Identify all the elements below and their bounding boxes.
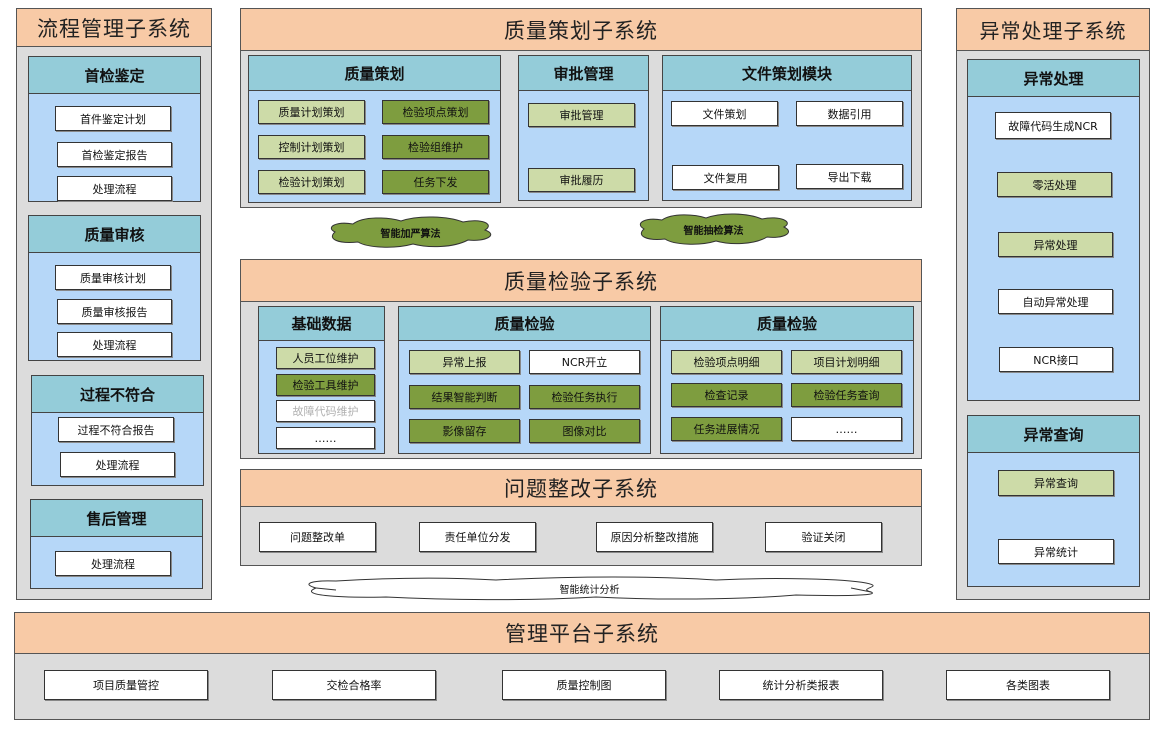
algorithm-statistics-cloud: 智能统计分析 [296, 574, 883, 602]
item-personnel-station[interactable]: 人员工位维护 [276, 347, 375, 369]
quality-inspection-title: 质量检验子系统 [241, 260, 921, 302]
module-process-nonconformance: 过程不符合 过程不符合报告 处理流程 [31, 375, 204, 486]
item-inspection-group[interactable]: 检验组维护 [382, 135, 489, 159]
item-check-record[interactable]: 检查记录 [671, 383, 782, 407]
rectification-subsystem: 问题整改子系统 问题整改单 责任单位分发 原因分析整改措施 验证关闭 [240, 469, 922, 566]
algorithm-tightening-label: 智能加严算法 [380, 228, 441, 240]
item-task-progress[interactable]: 任务进展情况 [671, 417, 782, 441]
module-title: 首检鉴定 [29, 57, 200, 94]
algorithm-sampling-label: 智能抽检算法 [683, 225, 744, 237]
process-mgmt-subsystem: 流程管理子系统 首检鉴定 首件鉴定计划 首检鉴定报告 处理流程 质量审核 质量审… [16, 8, 212, 600]
item-exception-statistics[interactable]: 异常统计 [998, 539, 1114, 564]
module-after-sales: 售后管理 处理流程 [30, 499, 203, 589]
item-quality-plan[interactable]: 质量计划策划 [258, 100, 365, 124]
item-pass-rate[interactable]: 交检合格率 [272, 670, 436, 700]
item-approval-mgmt[interactable]: 审批管理 [528, 103, 635, 127]
item-inspection-tools[interactable]: 检验工具维护 [276, 374, 375, 396]
module-title: 质量策划 [249, 56, 500, 91]
exception-subsystem: 异常处理子系统 异常处理 故障代码生成NCR 零活处理 异常处理 自动异常处理 … [956, 8, 1150, 600]
item-task-query[interactable]: 检验任务查询 [791, 383, 902, 407]
module-file-planning: 文件策划模块 文件策划 数据引用 文件复用 导出下载 [662, 55, 912, 201]
module-exception-handling: 异常处理 故障代码生成NCR 零活处理 异常处理 自动异常处理 NCR接口 [967, 59, 1140, 401]
item-quality-audit-report[interactable]: 质量审核报告 [57, 299, 172, 324]
rectification-title: 问题整改子系统 [241, 470, 921, 507]
module-title: 文件策划模块 [663, 56, 911, 91]
module-approval: 审批管理 审批管理 审批履历 [518, 55, 649, 201]
process-mgmt-title: 流程管理子系统 [17, 9, 211, 47]
item-fault-code[interactable]: 故障代码维护 [276, 400, 375, 422]
item-process-flow[interactable]: 处理流程 [60, 452, 175, 477]
item-cause-analysis[interactable]: 原因分析整改措施 [596, 522, 713, 552]
item-more[interactable]: …… [791, 417, 902, 441]
item-task-dispatch[interactable]: 任务下发 [382, 170, 489, 194]
item-ncr-open[interactable]: NCR开立 [529, 350, 640, 374]
item-data-reference[interactable]: 数据引用 [796, 101, 903, 126]
module-title: 售后管理 [31, 500, 202, 537]
item-image-compare[interactable]: 图像对比 [529, 419, 640, 443]
module-title: 质量检验 [399, 307, 650, 341]
item-inspection-plan[interactable]: 检验计划策划 [258, 170, 365, 194]
module-first-inspection: 首检鉴定 首件鉴定计划 首检鉴定报告 处理流程 [28, 56, 201, 202]
item-inspection-point-plan[interactable]: 检验项点策划 [382, 100, 489, 124]
item-inspection-point-detail[interactable]: 检验项点明细 [671, 350, 782, 374]
item-image-retention[interactable]: 影像留存 [409, 419, 520, 443]
cloud-shape-icon [330, 216, 492, 248]
module-title: 过程不符合 [32, 376, 203, 413]
item-first-article-plan[interactable]: 首件鉴定计划 [55, 106, 171, 131]
module-title: 质量检验 [661, 307, 913, 341]
item-responsibility-dispatch[interactable]: 责任单位分发 [419, 522, 536, 552]
item-approval-history[interactable]: 审批履历 [528, 168, 635, 192]
item-exception-handling[interactable]: 异常处理 [998, 232, 1113, 257]
item-project-plan-detail[interactable]: 项目计划明细 [791, 350, 902, 374]
quality-planning-title: 质量策划子系统 [241, 9, 921, 51]
quality-planning-subsystem: 质量策划子系统 质量策划 质量计划策划 检验项点策划 控制计划策划 检验组维护 … [240, 8, 922, 208]
item-rectification-order[interactable]: 问题整改单 [259, 522, 376, 552]
algorithm-tightening-cloud: 智能加严算法 [323, 215, 498, 249]
item-nonconformance-report[interactable]: 过程不符合报告 [58, 417, 174, 442]
item-verify-close[interactable]: 验证关闭 [765, 522, 882, 552]
item-control-plan[interactable]: 控制计划策划 [258, 135, 365, 159]
module-title: 异常处理 [968, 60, 1139, 97]
item-more[interactable]: …… [276, 427, 375, 449]
item-ncr-interface[interactable]: NCR接口 [999, 347, 1113, 372]
module-title: 审批管理 [519, 56, 648, 91]
item-first-inspection-report[interactable]: 首检鉴定报告 [57, 142, 172, 167]
module-basic-data: 基础数据 人员工位维护 检验工具维护 故障代码维护 …… [258, 306, 385, 454]
item-task-execution[interactable]: 检验任务执行 [529, 385, 640, 409]
platform-subsystem: 管理平台子系统 项目质量管控 交检合格率 质量控制图 统计分析类报表 各类图表 [14, 612, 1150, 720]
item-export-download[interactable]: 导出下载 [796, 164, 903, 189]
item-piece-handling[interactable]: 零活处理 [997, 172, 1112, 197]
item-various-charts[interactable]: 各类图表 [946, 670, 1110, 700]
module-quality-planning: 质量策划 质量计划策划 检验项点策划 控制计划策划 检验组维护 检验计划策划 任… [248, 55, 501, 203]
module-exception-query: 异常查询 异常查询 异常统计 [967, 415, 1140, 587]
item-control-chart[interactable]: 质量控制图 [502, 670, 666, 700]
module-quality-inspection-a: 质量检验 异常上报 NCR开立 结果智能判断 检验任务执行 影像留存 图像对比 [398, 306, 651, 454]
item-statistics-report[interactable]: 统计分析类报表 [719, 670, 883, 700]
module-title: 质量审核 [29, 216, 200, 253]
module-title: 异常查询 [968, 416, 1139, 453]
cloud-shape-icon [639, 213, 790, 245]
item-file-planning[interactable]: 文件策划 [671, 101, 778, 126]
item-auto-exception[interactable]: 自动异常处理 [998, 289, 1113, 314]
module-quality-audit: 质量审核 质量审核计划 质量审核报告 处理流程 [28, 215, 201, 361]
exception-title: 异常处理子系统 [957, 9, 1149, 51]
item-process-flow[interactable]: 处理流程 [57, 176, 172, 201]
item-smart-judgement[interactable]: 结果智能判断 [409, 385, 520, 409]
quality-inspection-subsystem: 质量检验子系统 基础数据 人员工位维护 检验工具维护 故障代码维护 …… 质量检… [240, 259, 922, 459]
item-fault-code-ncr[interactable]: 故障代码生成NCR [995, 112, 1111, 139]
item-exception-report[interactable]: 异常上报 [409, 350, 520, 374]
item-project-quality-control[interactable]: 项目质量管控 [44, 670, 208, 700]
algorithm-statistics-label: 智能统计分析 [559, 584, 620, 596]
item-file-reuse[interactable]: 文件复用 [672, 165, 779, 190]
algorithm-sampling-cloud: 智能抽检算法 [632, 212, 795, 246]
item-quality-audit-plan[interactable]: 质量审核计划 [55, 265, 171, 290]
item-exception-query[interactable]: 异常查询 [998, 470, 1114, 496]
platform-title: 管理平台子系统 [15, 613, 1149, 654]
module-quality-inspection-b: 质量检验 检验项点明细 项目计划明细 检查记录 检验任务查询 任务进展情况 …… [660, 306, 914, 454]
module-title: 基础数据 [259, 307, 384, 341]
cloud-shape-icon [308, 576, 874, 601]
item-process-flow[interactable]: 处理流程 [55, 551, 171, 576]
item-process-flow[interactable]: 处理流程 [57, 332, 172, 357]
